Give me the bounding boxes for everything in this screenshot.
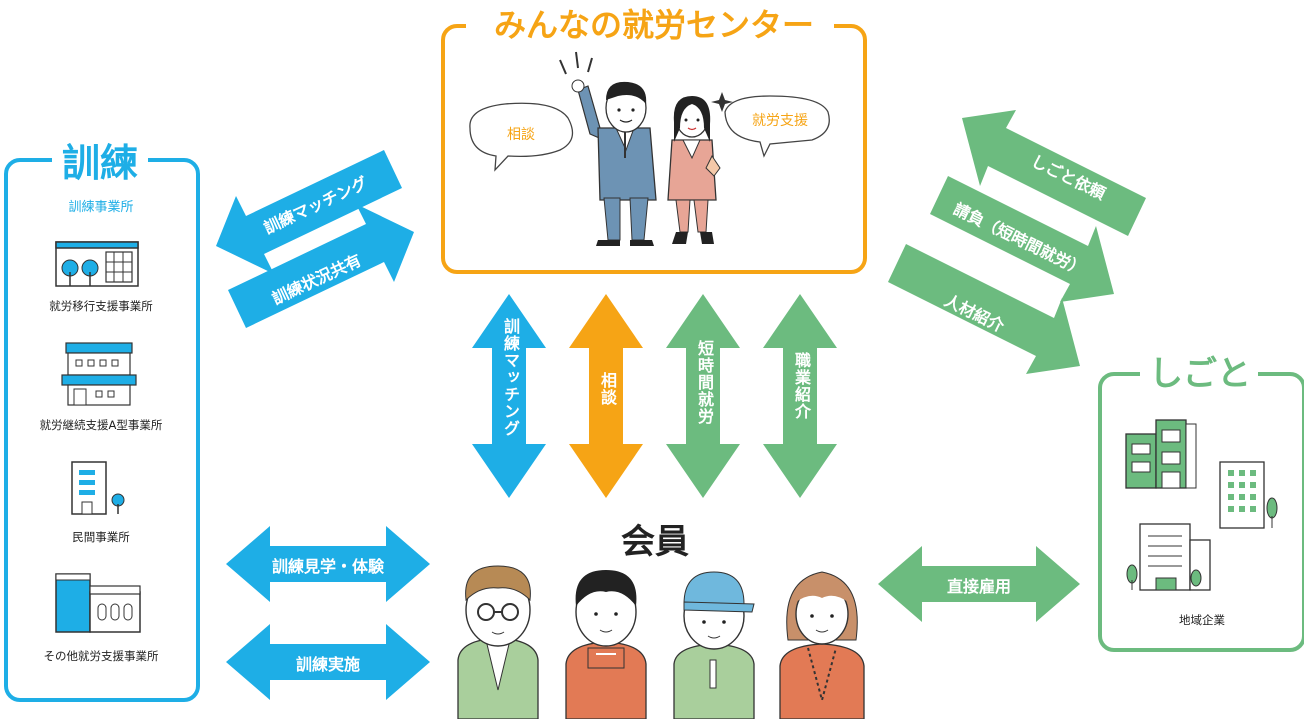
staff-man-icon (571, 79, 657, 246)
building-icon (55, 241, 139, 287)
arrow-v-job-intro (763, 294, 837, 498)
building-icon (55, 573, 141, 633)
training-title-bg (52, 138, 148, 180)
arrow-label-visit: 訓練見学・体験 (271, 557, 384, 576)
work-facility-label: 地域企業 (1179, 613, 1225, 627)
member-glasses-icon (457, 565, 539, 719)
arrow-direct-hire (878, 546, 1080, 622)
arrow-label-v-matching: 訓練マッチング (501, 318, 520, 437)
arrow-label-execution: 訓練実施 (295, 655, 360, 674)
arrow-contract (930, 176, 1114, 302)
facility-label: 就労継続支援A型事業所 (39, 418, 163, 432)
training-subtitle: 訓練事業所 (68, 200, 134, 215)
facility-label: 民間事業所 (72, 530, 130, 544)
members-title: 会員 (621, 522, 689, 562)
bubble-support-text: 就労支援 (752, 113, 808, 129)
tower-building-icon (1219, 461, 1278, 529)
factory-building-icon (1126, 523, 1211, 591)
bubble-consult-text: 相談 (507, 127, 535, 143)
building-icon (71, 461, 125, 515)
office-building-icon (1125, 419, 1197, 489)
arrow-v-consult (569, 294, 643, 498)
arrow-v-short-work (666, 294, 740, 498)
center-title: みんなの就労センター (493, 6, 814, 44)
arrow-label-v-short-work: 短時間就労 (695, 340, 714, 425)
work-title-bg (1140, 352, 1258, 392)
center-title-bg (466, 4, 834, 40)
arrow-placement (888, 244, 1080, 374)
member-cap-icon (673, 571, 755, 719)
arrow-training-matching (216, 150, 402, 274)
arrow-training-status (228, 204, 414, 328)
arrow-execution (226, 624, 430, 700)
arrow-label-v-consult: 相談 (598, 372, 617, 406)
arrow-v-matching (472, 294, 546, 498)
staff-woman-icon (667, 96, 721, 244)
arrow-label-direct-hire: 直接雇用 (946, 577, 1011, 596)
member-woman-icon (779, 571, 865, 719)
training-title: 訓練 (61, 141, 138, 185)
work-title: しごと (1149, 354, 1251, 394)
member-apron-icon (565, 570, 647, 719)
arrow-job-request (962, 110, 1146, 236)
facility-label: 就労移行支援事業所 (49, 299, 153, 313)
arrow-visit (226, 526, 430, 602)
building-icon (61, 342, 137, 406)
arrow-label-v-job-intro: 職業紹介 (792, 352, 811, 420)
facility-label: その他就労支援事業所 (43, 649, 159, 663)
